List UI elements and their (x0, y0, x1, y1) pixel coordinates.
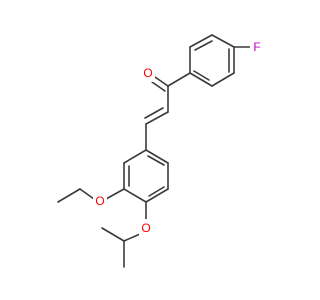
bond-carbonyl-double-1 (154, 76, 169, 87)
bond-ring-a-2 (189, 34, 213, 48)
isopropoxy-oxygen-atom-label: O (141, 221, 150, 235)
bond-ethoxy-ch2-ch3 (57, 188, 81, 203)
bond-isopropoxy-o-ch (123, 233, 141, 242)
bond-ring-a-1 (211, 34, 235, 48)
bond-ring-a-4 (189, 72, 213, 87)
bond-group (57, 34, 251, 268)
molecule-structure: F O O O (57, 34, 264, 268)
carbonyl-oxygen-label-bg (141, 64, 155, 82)
bond-ring-b-inner-3 (147, 155, 165, 166)
bond-ring-b-6 (145, 149, 169, 164)
bond-ring-b-1 (123, 149, 147, 164)
bond-ethoxy-o-ch2 (79, 188, 95, 200)
bond-ring-b-3 (123, 188, 147, 203)
bond-isopropoxy-ch-ch3-a (101, 227, 125, 242)
fluorine-atom-label: F (253, 40, 260, 54)
ethoxy-oxygen-label-bg (93, 192, 107, 210)
bond-ring-b-4 (145, 188, 169, 203)
bond-alkene (145, 111, 169, 125)
bond-ring-carbonyl (167, 72, 191, 87)
bond-ring-ethoxy-o (105, 188, 125, 200)
bond-ring-a-inner-1 (194, 40, 213, 51)
bond-ring-a-inner-2 (193, 70, 210, 81)
bond-ring-b-inner-2 (148, 186, 165, 197)
structure-canvas: F O O O (57, 34, 264, 268)
fluorine-label-bg (250, 38, 264, 56)
ethoxy-oxygen-atom-label: O (95, 194, 104, 208)
bond-carbonyl-double-2 (151, 81, 166, 92)
isopropoxy-oxygen-label-bg (139, 219, 153, 237)
bond-alkene-double (144, 107, 164, 119)
bond-ring-a-5 (211, 72, 235, 87)
carbonyl-oxygen-atom-label: O (143, 66, 152, 80)
atom-label-group: F O O O (93, 38, 264, 237)
